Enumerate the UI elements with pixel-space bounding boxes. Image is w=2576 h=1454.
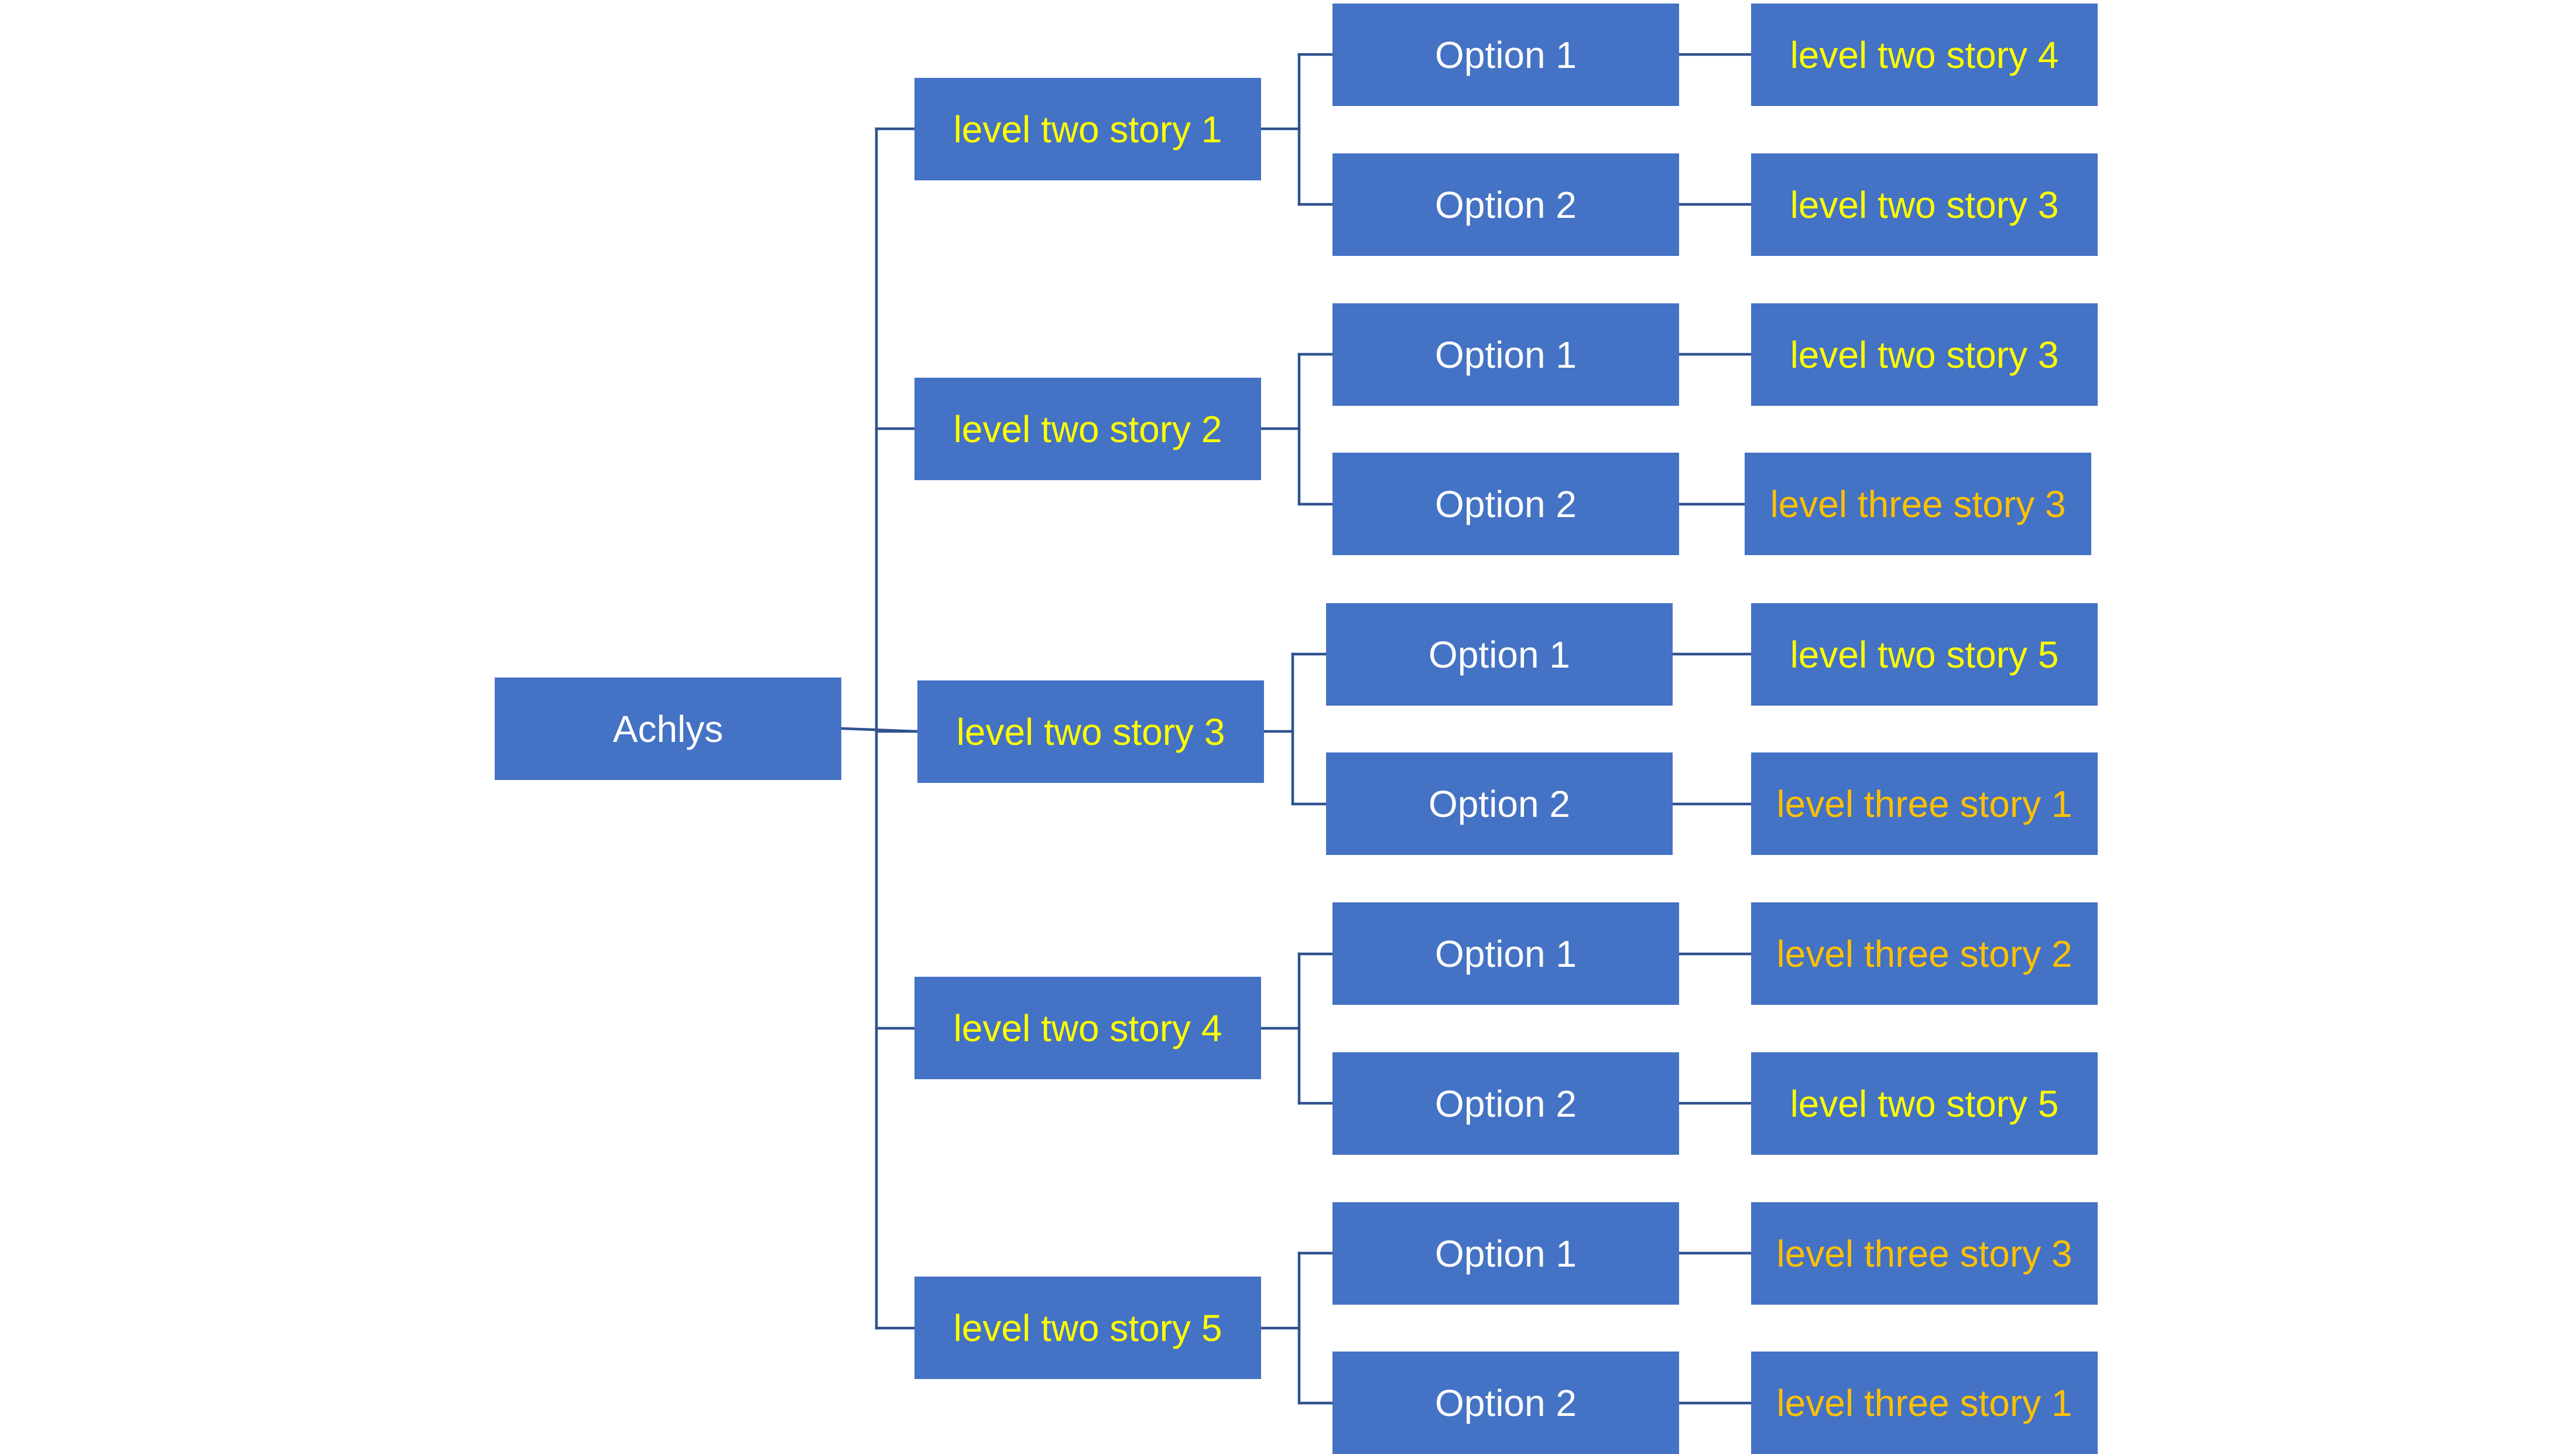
story-node-5: level two story 5: [914, 1277, 1261, 1379]
story-node-2: level two story 2: [914, 378, 1261, 480]
story-node-4: level two story 4: [914, 977, 1261, 1079]
option-label: Option 1: [1435, 932, 1577, 975]
target-node-1-2: level two story 3: [1751, 153, 2098, 256]
option-node-2-2: Option 2: [1332, 453, 1679, 555]
story-label: level two story 2: [953, 408, 1222, 450]
option-label: Option 2: [1429, 782, 1570, 825]
target-node-4-1: level three story 2: [1751, 902, 2098, 1005]
option-label: Option 1: [1435, 333, 1577, 376]
story-node-1: level two story 1: [914, 78, 1261, 180]
target-label: level two story 5: [1790, 633, 2059, 676]
target-node-3-1: level two story 5: [1751, 603, 2098, 706]
target-node-5-1: level three story 3: [1751, 1202, 2098, 1305]
story-label: level two story 5: [953, 1306, 1222, 1349]
target-label: level two story 3: [1790, 183, 2059, 226]
target-node-4-2: level two story 5: [1751, 1052, 2098, 1155]
option-node-5-1: Option 1: [1332, 1202, 1679, 1305]
story-label: level two story 4: [953, 1007, 1222, 1049]
target-node-1-1: level two story 4: [1751, 4, 2098, 106]
target-label: level three story 1: [1776, 782, 2073, 825]
option-label: Option 2: [1435, 183, 1577, 226]
option-label: Option 2: [1435, 1381, 1577, 1424]
option-label: Option 2: [1435, 483, 1577, 525]
target-label: level two story 3: [1790, 333, 2059, 376]
option-label: Option 2: [1435, 1082, 1577, 1125]
target-label: level two story 5: [1790, 1082, 2059, 1125]
target-node-5-2: level three story 1: [1751, 1352, 2098, 1454]
story-label: level two story 3: [956, 710, 1225, 753]
target-node-2-1: level two story 3: [1751, 303, 2098, 406]
target-label: level two story 4: [1790, 33, 2059, 76]
target-label: level three story 1: [1776, 1381, 2073, 1424]
option-node-3-2: Option 2: [1326, 752, 1673, 855]
option-node-4-2: Option 2: [1332, 1052, 1679, 1155]
option-label: Option 1: [1429, 633, 1570, 676]
target-node-2-2: level three story 3: [1745, 453, 2091, 555]
option-node-1-2: Option 2: [1332, 153, 1679, 256]
story-label: level two story 1: [953, 108, 1222, 150]
option-node-3-1: Option 1: [1326, 603, 1673, 706]
option-node-1-1: Option 1: [1332, 4, 1679, 106]
story-node-3: level two story 3: [917, 680, 1264, 783]
target-label: level three story 2: [1776, 932, 2073, 975]
option-label: Option 1: [1435, 1232, 1577, 1275]
target-node-3-2: level three story 1: [1751, 752, 2098, 855]
target-label: level three story 3: [1776, 1232, 2073, 1275]
option-label: Option 1: [1435, 33, 1577, 76]
option-node-5-2: Option 2: [1332, 1352, 1679, 1454]
root-node: Achlys: [495, 678, 841, 780]
root-label: Achlys: [612, 707, 724, 750]
target-label: level three story 3: [1770, 483, 2066, 525]
option-node-4-1: Option 1: [1332, 902, 1679, 1005]
option-node-2-1: Option 1: [1332, 303, 1679, 406]
